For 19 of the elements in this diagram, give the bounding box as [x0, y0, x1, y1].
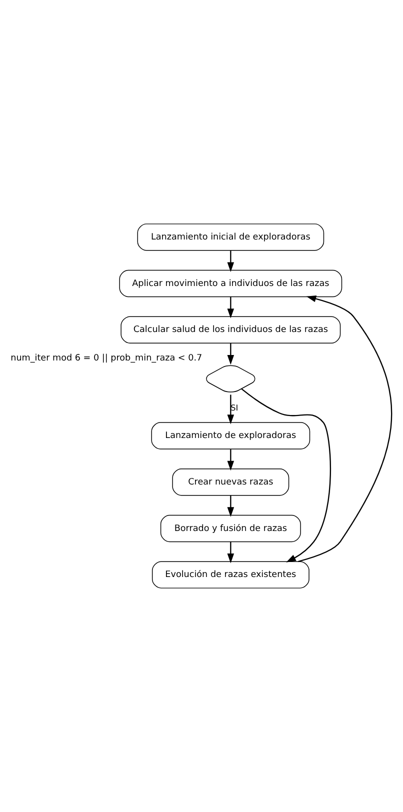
- arrow: [227, 343, 234, 365]
- arrow: [227, 496, 234, 517]
- arrow: [227, 250, 234, 272]
- node-box: Lanzamiento inicial de exploradoras: [137, 224, 324, 251]
- arrow: [227, 297, 234, 318]
- arrow: [298, 295, 392, 562]
- node-box: Borrado y fusión de razas: [160, 514, 301, 542]
- edge-label: SI: [230, 402, 238, 413]
- node-diamond: [206, 365, 256, 392]
- node-box: Aplicar movimiento a individuos de las razas: [119, 270, 342, 298]
- arrow: [241, 388, 331, 562]
- node-box: Lanzamiento de exploradoras: [151, 422, 310, 450]
- node-box: Calcular salud de los individuos de las razas: [120, 316, 341, 344]
- node-box: Crear nuevas razas: [172, 468, 290, 496]
- arrow: [227, 394, 234, 424]
- arrow: [227, 449, 234, 471]
- node-box: Evolución de razas existentes: [152, 561, 310, 588]
- arrow: [227, 542, 234, 564]
- node-label: num_iter mod 6 = 0 || prob_min_raza < 0.7: [10, 353, 202, 364]
